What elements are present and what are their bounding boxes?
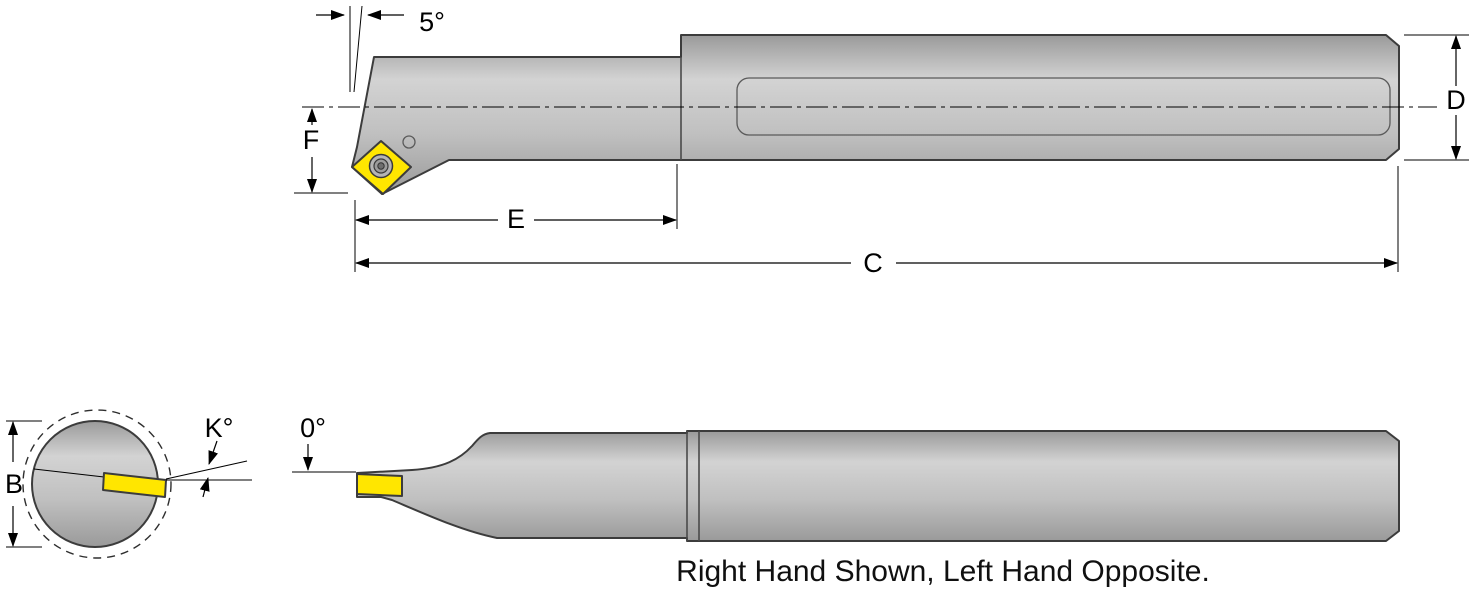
plan-view [356, 430, 1400, 542]
dim-k-angle: K° [165, 413, 252, 498]
k-arrow-up [199, 477, 210, 498]
d-label: D [1446, 85, 1466, 115]
bar-body-side [351, 34, 1400, 195]
pocket-detail-hole [402, 135, 416, 149]
k-label: K° [205, 413, 234, 443]
dim-e: E [354, 164, 678, 272]
e-label: E [507, 204, 525, 234]
end-view [22, 409, 172, 559]
angle-face-line [353, 5, 363, 93]
side-view [302, 34, 1437, 195]
dim-zero-angle: 0° [292, 413, 356, 473]
drawing-caption: Right Hand Shown, Left Hand Opposite. [676, 555, 1210, 588]
b-label: B [5, 469, 23, 499]
dim-b: B [5, 420, 42, 548]
dim-lead-angle: 5° [316, 5, 445, 93]
lead-angle-label: 5° [419, 7, 445, 37]
dim-f: F [294, 108, 348, 194]
bar-body-plan [356, 430, 1400, 542]
screw-drive-hole [377, 162, 385, 170]
k-angled-line [165, 460, 248, 480]
dim-d: D [1404, 34, 1469, 161]
c-label: C [863, 248, 883, 278]
f-label: F [303, 125, 320, 155]
carbide-insert-plan [356, 473, 403, 497]
k-arrow-down [208, 440, 218, 465]
insert-screw [368, 153, 394, 179]
cutting-swing-circle [22, 409, 172, 559]
carbide-insert-end [102, 472, 167, 498]
insert-face-chord [33, 468, 105, 478]
dim-c: C [355, 166, 1399, 278]
zero-label: 0° [300, 413, 326, 443]
